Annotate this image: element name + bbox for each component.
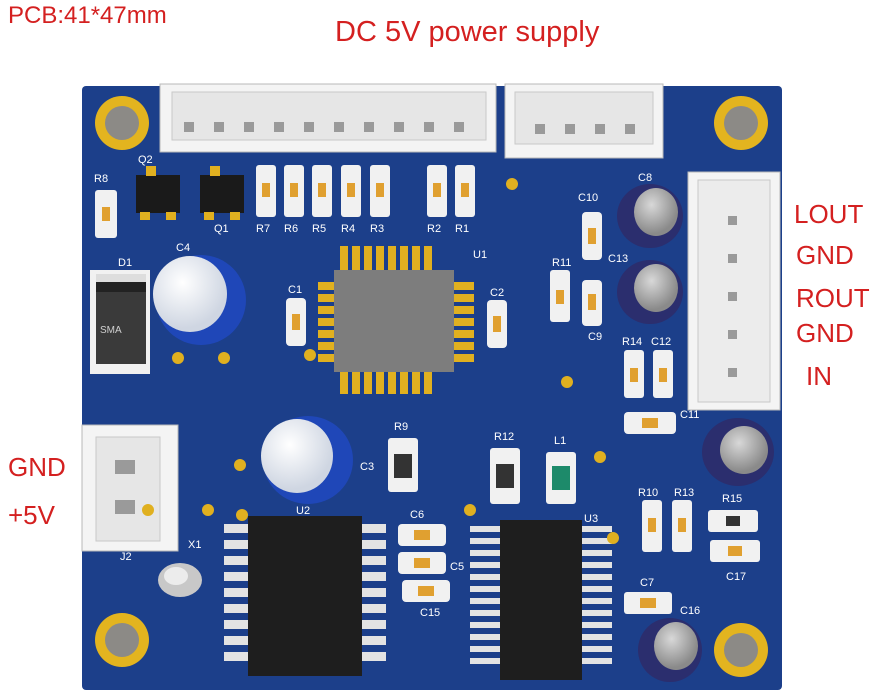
resistor-r14: [624, 350, 644, 398]
pcb-size-label: PCB:41*47mm: [8, 2, 167, 29]
silk-c16: C16: [680, 605, 700, 617]
silk-r2: R2: [427, 223, 441, 235]
silk-r12: R12: [494, 431, 514, 443]
silk-r8: R8: [94, 173, 108, 185]
gnd-label-2: GND: [796, 318, 854, 348]
mounting-hole-tl: [95, 96, 149, 150]
silk-u1: U1: [473, 249, 487, 261]
crystal-x1: [158, 563, 202, 597]
capacitor-c6: [398, 524, 446, 546]
capacitor-c8: [617, 184, 683, 248]
silk-d1: D1: [118, 257, 132, 269]
capacitor-c10: [582, 212, 602, 260]
top-connector-power: [504, 83, 664, 159]
diode-d1: [90, 270, 150, 374]
silk-c12: C12: [651, 336, 671, 348]
silk-c7: C7: [640, 577, 654, 589]
right-audio-connector: [687, 171, 781, 411]
silk-l1: L1: [554, 435, 566, 447]
chip-u3: [470, 520, 612, 680]
capacitor-c13: [617, 260, 683, 324]
mounting-hole-bl: [95, 613, 149, 667]
capacitor-c2: [487, 300, 507, 348]
capacitor-c5: [398, 552, 446, 574]
top-connector-10pin: [159, 83, 497, 153]
resistor-r9: [388, 438, 418, 492]
silk-r10: R10: [638, 487, 658, 499]
silk-r5: R5: [312, 223, 326, 235]
capacitor-c7: [624, 592, 672, 614]
capacitor-c15: [402, 580, 450, 602]
capacitor-c16: [638, 618, 702, 682]
silk-c4: C4: [176, 242, 190, 254]
silk-r15: R15: [722, 493, 742, 505]
mounting-hole-tr: [714, 96, 768, 150]
silk-c15: C15: [420, 607, 440, 619]
capacitor-c17: [710, 540, 760, 562]
capacitor-c9: [582, 280, 602, 326]
capacitor-c1: [286, 298, 306, 346]
silk-r11: R11: [552, 257, 571, 269]
chip-u2: [224, 516, 386, 676]
capacitor-large-right: [702, 418, 774, 486]
silk-r4: R4: [341, 223, 355, 235]
resistor-r10: [642, 500, 662, 552]
silk-r1: R1: [455, 223, 469, 235]
capacitor-c12: [653, 350, 673, 398]
silk-q1: Q1: [214, 223, 229, 235]
silk-q2: Q2: [138, 154, 153, 166]
resistor-r11: [550, 270, 570, 322]
silk-c11: C11: [680, 409, 699, 421]
resistor-r13: [672, 500, 692, 552]
silk-c8: C8: [638, 172, 652, 184]
left-power-connector: [81, 424, 179, 552]
silk-u2: U2: [296, 505, 310, 517]
transistor-q2: [136, 166, 180, 220]
chip-u1: [318, 246, 474, 394]
silk-r6: R6: [284, 223, 298, 235]
mounting-hole-br: [714, 623, 768, 677]
inductor-l1: [546, 452, 576, 504]
silk-c6: C6: [410, 509, 424, 521]
resistor-r12: [490, 448, 520, 504]
silk-j2: J2: [120, 551, 132, 563]
vias: [142, 178, 619, 544]
silk-c13: C13: [608, 253, 628, 265]
capacitor-c4: [153, 255, 246, 345]
lout-label: LOUT: [794, 199, 864, 229]
capacitor-c11: [624, 412, 676, 434]
silk-c1: C1: [288, 284, 302, 296]
capacitor-c3: [261, 416, 353, 504]
silk-c9: C9: [588, 331, 602, 343]
silk-r3: R3: [370, 223, 384, 235]
silk-u3: U3: [584, 513, 598, 525]
silk-x1: X1: [188, 539, 201, 551]
power-supply-title: DC 5V power supply: [335, 16, 600, 48]
silk-r13: R13: [674, 487, 694, 499]
plus-5v-label: +5V: [8, 500, 55, 530]
transistor-q1: [200, 166, 244, 220]
gnd-power-label: GND: [8, 452, 66, 482]
silk-c10: C10: [578, 192, 598, 204]
silk-sma: SMA: [100, 325, 122, 336]
silk-r14: R14: [622, 336, 642, 348]
silk-c5: C5: [450, 561, 464, 573]
silk-r7: R7: [256, 223, 270, 235]
resistor-r15: [708, 510, 758, 532]
silk-r9: R9: [394, 421, 408, 433]
rout-label: ROUT: [796, 283, 870, 313]
silk-c17: C17: [726, 571, 746, 583]
silk-c3: C3: [360, 461, 374, 473]
in-label: IN: [806, 361, 832, 391]
gnd-label-1: GND: [796, 240, 854, 270]
silk-c2: C2: [490, 287, 504, 299]
